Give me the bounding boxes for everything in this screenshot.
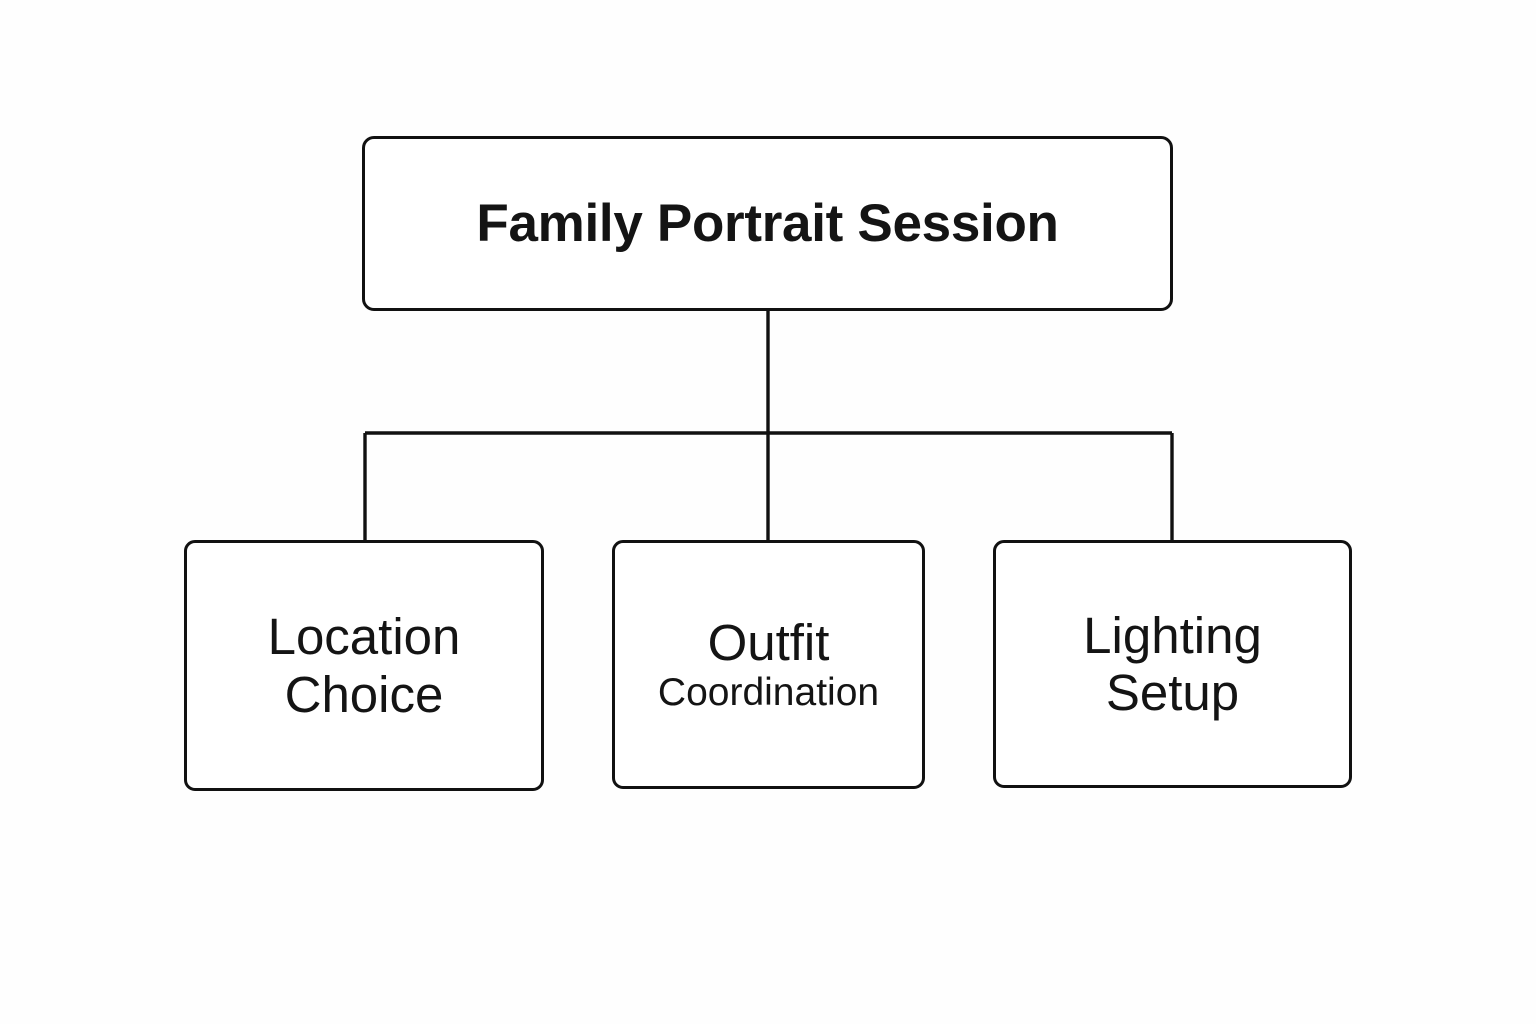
node-root-label: Family Portrait Session bbox=[476, 193, 1059, 253]
node-outfit-coordination-label-line-2: Coordination bbox=[657, 671, 880, 715]
node-location-choice-label-line-1: Location bbox=[267, 608, 461, 666]
node-lighting-setup-label-line-1: Lighting bbox=[1083, 606, 1262, 664]
node-lighting-setup[interactable]: Lighting Setup bbox=[993, 540, 1352, 788]
node-location-choice[interactable]: Location Choice bbox=[184, 540, 544, 791]
node-location-choice-label-line-2: Choice bbox=[284, 665, 444, 723]
node-outfit-coordination-label-line-1: Outfit bbox=[707, 614, 830, 672]
node-outfit-coordination[interactable]: Outfit Coordination bbox=[612, 540, 925, 789]
node-root[interactable]: Family Portrait Session bbox=[362, 136, 1173, 311]
node-lighting-setup-label-line-2: Setup bbox=[1105, 664, 1240, 721]
